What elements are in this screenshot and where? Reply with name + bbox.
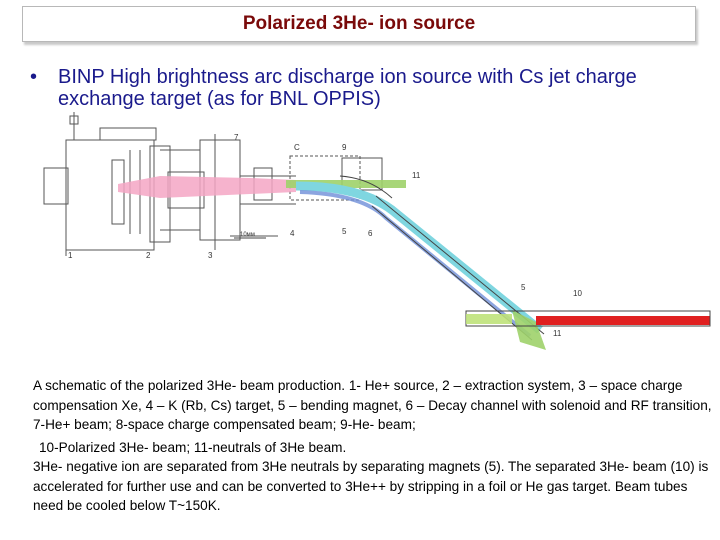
title-bar: Polarized 3He- ion source: [22, 6, 696, 42]
he-plus-beam: [118, 176, 296, 198]
label-3: 3: [208, 251, 213, 260]
figure-caption: A schematic of the polarized 3He- beam p…: [33, 376, 713, 516]
label-11-top: 11: [412, 171, 421, 180]
green-magnet-block: [466, 314, 512, 324]
bullet-text: BINP High brightness arc discharge ion s…: [58, 66, 637, 110]
page-title: Polarized 3He- ion source: [242, 13, 476, 34]
label-6: 6: [368, 229, 373, 238]
bullet-icon: •: [30, 66, 38, 88]
polarized-he-minus-beam: [536, 316, 710, 325]
caption-paragraph-2: 10-Polarized 3He- beam; 11-neutrals of 3…: [39, 439, 347, 455]
label-4: 4: [290, 229, 295, 238]
scale-label: 10мм: [240, 232, 255, 238]
caption-paragraph-1: A schematic of the polarized 3He- beam p…: [33, 378, 712, 432]
label-1: 1: [68, 251, 73, 260]
caption-paragraph-3: 3He- negative ion are separated from 3He…: [33, 459, 709, 513]
label-11-bottom: 11: [553, 329, 562, 338]
he-minus-beam-straight: [286, 180, 406, 188]
neutral-beam: [295, 181, 543, 334]
label-9: 9: [342, 143, 347, 152]
label-5-lower: 5: [521, 283, 526, 292]
label-10: 10: [573, 289, 582, 298]
bending-magnet: [512, 310, 546, 350]
label-c: C: [294, 143, 300, 152]
label-2: 2: [146, 251, 151, 260]
label-5-upper: 5: [342, 227, 347, 236]
label-7: 7: [234, 133, 239, 142]
